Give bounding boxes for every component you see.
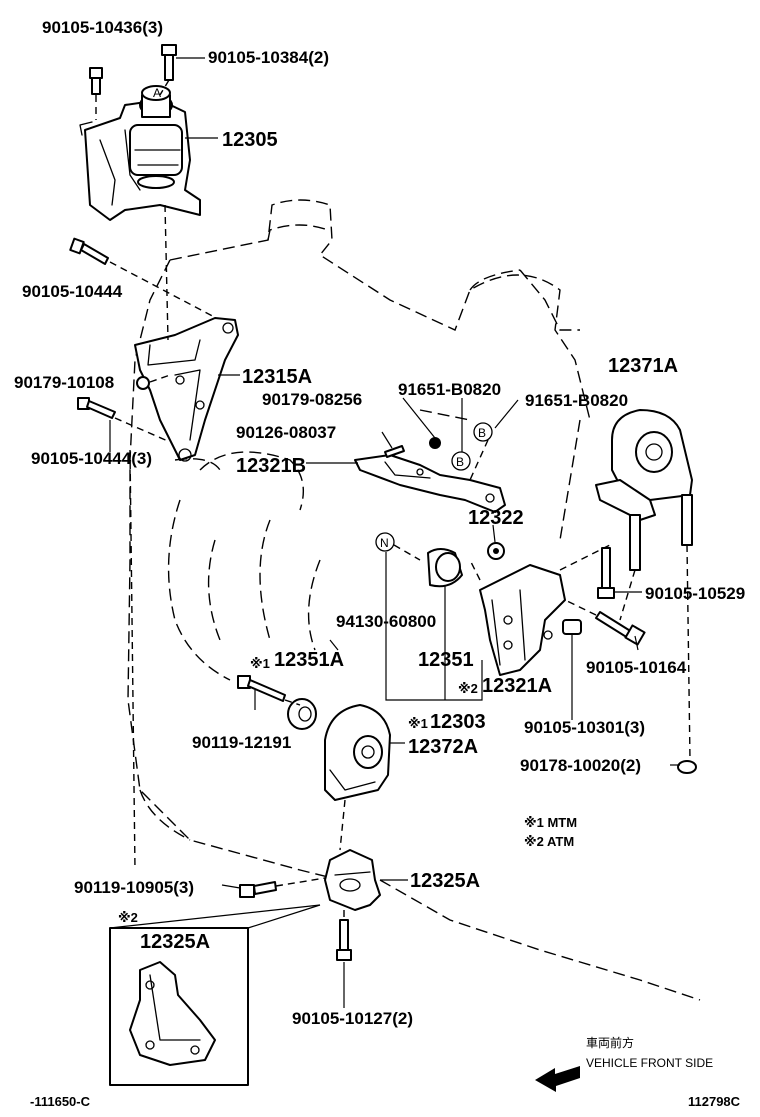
bracket-12321B: [354, 454, 506, 513]
label-94130-60800: 94130-60800: [336, 612, 436, 631]
bushing-12351A: [287, 698, 317, 730]
nut-12322: [487, 542, 505, 560]
engine-mount-12305: A: [79, 85, 201, 221]
note1-12351A: ※1: [250, 656, 270, 671]
label-12322: 12322: [468, 507, 524, 529]
mount-12371A: [595, 409, 693, 761]
direction-en: VEHICLE FRONT SIDE: [586, 1056, 713, 1070]
nut-90179-08256: [429, 437, 441, 449]
bolt-90105-10384: [159, 44, 177, 96]
bolt-90105-10444-top: [69, 237, 221, 321]
label-90105-10444-b: 90105-10444(3): [31, 449, 152, 468]
bolt-90105-10436: [89, 67, 103, 120]
label-90178-10020: 90178-10020(2): [520, 756, 641, 775]
label-90179-10108: 90179-10108: [14, 373, 114, 392]
label-12315A: 12315A: [242, 366, 312, 388]
label-91651-B0820-a: 91651-B0820: [398, 380, 501, 399]
bracket-12321A: [469, 544, 611, 676]
mount-12372A: [324, 704, 391, 851]
label-12372A: 12372A: [408, 736, 478, 758]
label-90179-08256: 90179-08256: [262, 390, 362, 409]
label-91651-B0820-b: 91651-B0820: [525, 391, 628, 410]
label-12303: 12303: [430, 711, 486, 733]
bolt-90119-10905: [239, 877, 326, 898]
bolt-90126-08037: [384, 445, 405, 458]
label-12305: 12305: [222, 129, 278, 151]
footer-left-code: -111650-C: [30, 1094, 91, 1109]
inset-atm-bracket: [109, 904, 321, 1086]
label-90105-10164: 90105-10164: [586, 658, 687, 677]
label-12321A: 12321A: [482, 675, 552, 697]
bolt-90105-10529: [597, 547, 615, 599]
label-90105-10529: 90105-10529: [645, 584, 745, 603]
circle-b-lower-label: B: [456, 455, 464, 469]
circle-b-upper-label: B: [478, 426, 486, 440]
label-90119-10905: 90119-10905(3): [74, 878, 194, 897]
label-12321B: 12321B: [236, 455, 306, 477]
direction-jp: 車両前方: [586, 1035, 634, 1050]
label-12371A: 12371A: [608, 355, 678, 377]
label-90119-12191: 90119-12191: [192, 733, 291, 752]
nut-90178-10020: [677, 760, 697, 774]
label-90105-10444-a: 90105-10444: [22, 282, 123, 301]
bushing-94130-60800: [427, 548, 463, 588]
legend-atm: ※2 ATM: [524, 834, 574, 849]
engine-outline: [127, 199, 701, 1001]
label-90105-10436: 90105-10436(3): [42, 18, 163, 37]
legend-mtm: ※1 MTM: [524, 815, 577, 830]
circle-n: N: [375, 532, 421, 561]
circle-b-upper: B: [469, 422, 493, 481]
label-90126-08037: 90126-08037: [236, 423, 336, 442]
bolt-90105-10127: [336, 910, 352, 961]
label-12325A: 12325A: [410, 870, 480, 892]
leader-lines: [109, 57, 680, 1008]
circle-b-lower: B: [451, 451, 471, 471]
vehicle-front-arrow-icon: [535, 1066, 580, 1092]
note2-inset: ※2: [118, 910, 138, 925]
note2-12321A: ※2: [458, 681, 478, 696]
footer-right-code: 112798C: [688, 1094, 741, 1109]
bolt-90105-10301: [562, 619, 582, 635]
bracket-12315A: [129, 204, 239, 871]
label-90105-10384: 90105-10384(2): [208, 48, 329, 67]
label-90105-10301: 90105-10301(3): [524, 718, 645, 737]
label-90105-10127: 90105-10127(2): [292, 1009, 413, 1028]
note1-12303: ※1: [408, 716, 428, 731]
bolt-90119-12191: [237, 675, 301, 706]
label-12351: 12351: [418, 649, 474, 671]
label-12325A-inset: 12325A: [140, 931, 210, 953]
label-12351A: 12351A: [274, 649, 344, 671]
bolt-90105-10444-mid: [77, 397, 171, 443]
circle-n-label: N: [380, 536, 389, 550]
nut-90179-10108: [136, 374, 171, 390]
circle-a-label: A: [153, 86, 161, 100]
bracket-12325A: [324, 849, 381, 911]
bolt-90105-10164: [564, 599, 646, 646]
